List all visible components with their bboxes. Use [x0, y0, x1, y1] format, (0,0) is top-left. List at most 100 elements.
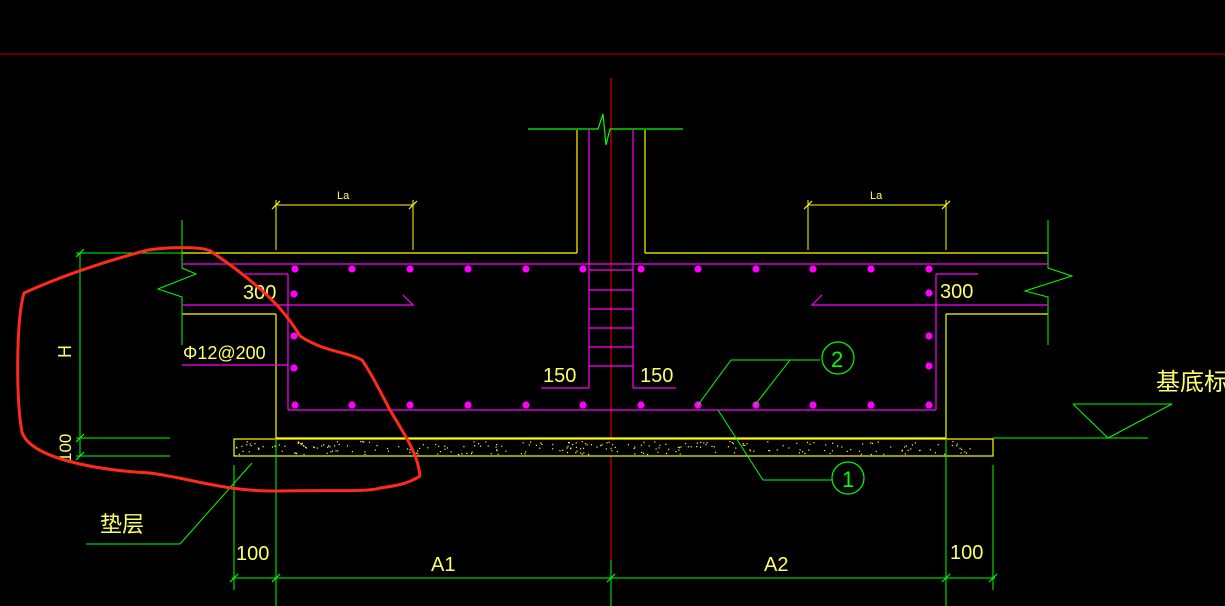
cushion-speckle	[658, 447, 660, 449]
rebar-cage	[182, 130, 1048, 411]
cushion-speckle	[832, 442, 834, 444]
cushion-speckle	[496, 450, 498, 452]
cushion-speckle	[338, 443, 340, 446]
cushion-speckle	[328, 445, 330, 447]
rebar-dot-top	[809, 265, 817, 273]
rebar-dot-top	[348, 265, 356, 273]
cushion-speckle	[804, 453, 806, 455]
cushion-speckle	[860, 453, 862, 455]
cushion-speckle	[336, 441, 338, 443]
cushion-speckle	[301, 442, 303, 444]
cushion-speckle	[678, 449, 680, 451]
cushion-speckle	[905, 445, 907, 447]
rebar-dot-bottom	[291, 401, 299, 409]
dimension-tick-bottom	[606, 573, 616, 583]
cushion-speckle	[703, 442, 705, 444]
cushion-speckle	[732, 443, 734, 445]
cushion-speckle	[846, 450, 848, 452]
cushion-speckle	[466, 452, 468, 454]
dimension-ticks	[75, 248, 998, 583]
cushion-speckle	[415, 452, 418, 454]
cushion-speckle	[731, 442, 733, 444]
cushion-speckle	[824, 450, 826, 452]
cushion-speckle	[808, 449, 810, 451]
cushion-speckle	[749, 449, 751, 451]
cushion-speckle	[274, 445, 276, 447]
base-elevation-label: 基底标高	[1156, 369, 1225, 396]
cushion-speckle	[798, 452, 800, 454]
cushion-speckle	[831, 450, 833, 452]
cushion-layer	[233, 438, 994, 457]
cushion-speckle	[956, 443, 958, 445]
cushion-speckle	[406, 448, 409, 450]
cushion-speckle	[606, 442, 608, 444]
cushion-speckle	[700, 441, 702, 443]
rebar-dot-top	[522, 265, 530, 273]
cushion-speckle	[437, 453, 439, 455]
cushion-speckle	[919, 450, 921, 452]
cushion-speckle	[742, 443, 744, 445]
cushion-speckle	[877, 441, 879, 443]
rebar-dot-bottom	[464, 401, 472, 409]
rebar-dot-top	[752, 265, 760, 273]
cushion-speckle	[858, 450, 861, 452]
cushion-label: 垫层	[100, 512, 144, 537]
cushion-speckle	[505, 450, 507, 452]
cushion-speckle	[813, 442, 815, 444]
rebar-dot-top	[579, 265, 587, 273]
cushion-speckle	[782, 445, 784, 447]
cushion-speckle	[242, 450, 244, 452]
cushion-speckle	[363, 441, 365, 443]
rebar-dot-bottom	[752, 401, 760, 409]
cushion-speckle	[409, 449, 411, 451]
cushion-speckle	[330, 451, 332, 453]
red-freehand-annotation	[16, 246, 422, 493]
cushion-speckle	[241, 445, 243, 447]
la-dimension-tick	[803, 200, 813, 210]
height-100-label: 100	[56, 434, 75, 462]
cushion-speckle	[744, 444, 746, 446]
cushion-speckle	[605, 448, 607, 450]
cushion-speckle	[575, 446, 577, 448]
cushion-speckle	[647, 453, 649, 456]
dim-150-left: 150	[543, 365, 576, 387]
cushion-speckle	[890, 446, 892, 448]
cushion-speckle	[648, 445, 650, 447]
rebar-dot-side-right	[925, 332, 933, 340]
cushion-speckle	[248, 451, 250, 453]
cushion-speckle	[679, 447, 681, 449]
cushion-speckle	[956, 445, 958, 447]
rebar-dot-bottom	[522, 401, 530, 409]
cushion-speckle	[302, 445, 304, 447]
cushion-speckle	[875, 450, 877, 452]
dim-300-right: 300	[940, 281, 973, 303]
cushion-speckle	[539, 447, 541, 449]
cushion-speckle	[387, 450, 390, 452]
cushion-speckle	[568, 442, 570, 444]
cushion-speckle	[444, 448, 446, 450]
rebar-dot-bottom	[809, 401, 817, 409]
la-dimension-tick	[271, 200, 281, 210]
cushion-speckle	[567, 445, 569, 448]
cushion-speckle	[675, 451, 677, 453]
cushion-speckle	[581, 453, 583, 455]
cushion-speckle	[473, 441, 475, 443]
cushion-speckle	[351, 451, 353, 453]
cushion-speckle	[769, 450, 771, 452]
cushion-speckle	[305, 446, 307, 448]
cushion-speckle	[386, 447, 389, 450]
cushion-speckle	[576, 450, 578, 452]
rebar-dot-top	[867, 265, 875, 273]
cushion-speckle	[657, 451, 659, 453]
cushion-speckle	[303, 453, 305, 456]
cushion-speckle	[316, 447, 318, 449]
cushion-speckle	[735, 447, 737, 449]
cushion-speckle	[559, 450, 561, 452]
cushion-speckle	[746, 443, 748, 445]
dim-150-right: 150	[640, 365, 673, 387]
cushion-speckle	[951, 444, 953, 447]
cushion-speckle	[295, 452, 297, 454]
cushion-speckle	[305, 447, 307, 449]
cushion-speckle	[254, 443, 256, 445]
dim-300-left: 300	[243, 282, 276, 304]
